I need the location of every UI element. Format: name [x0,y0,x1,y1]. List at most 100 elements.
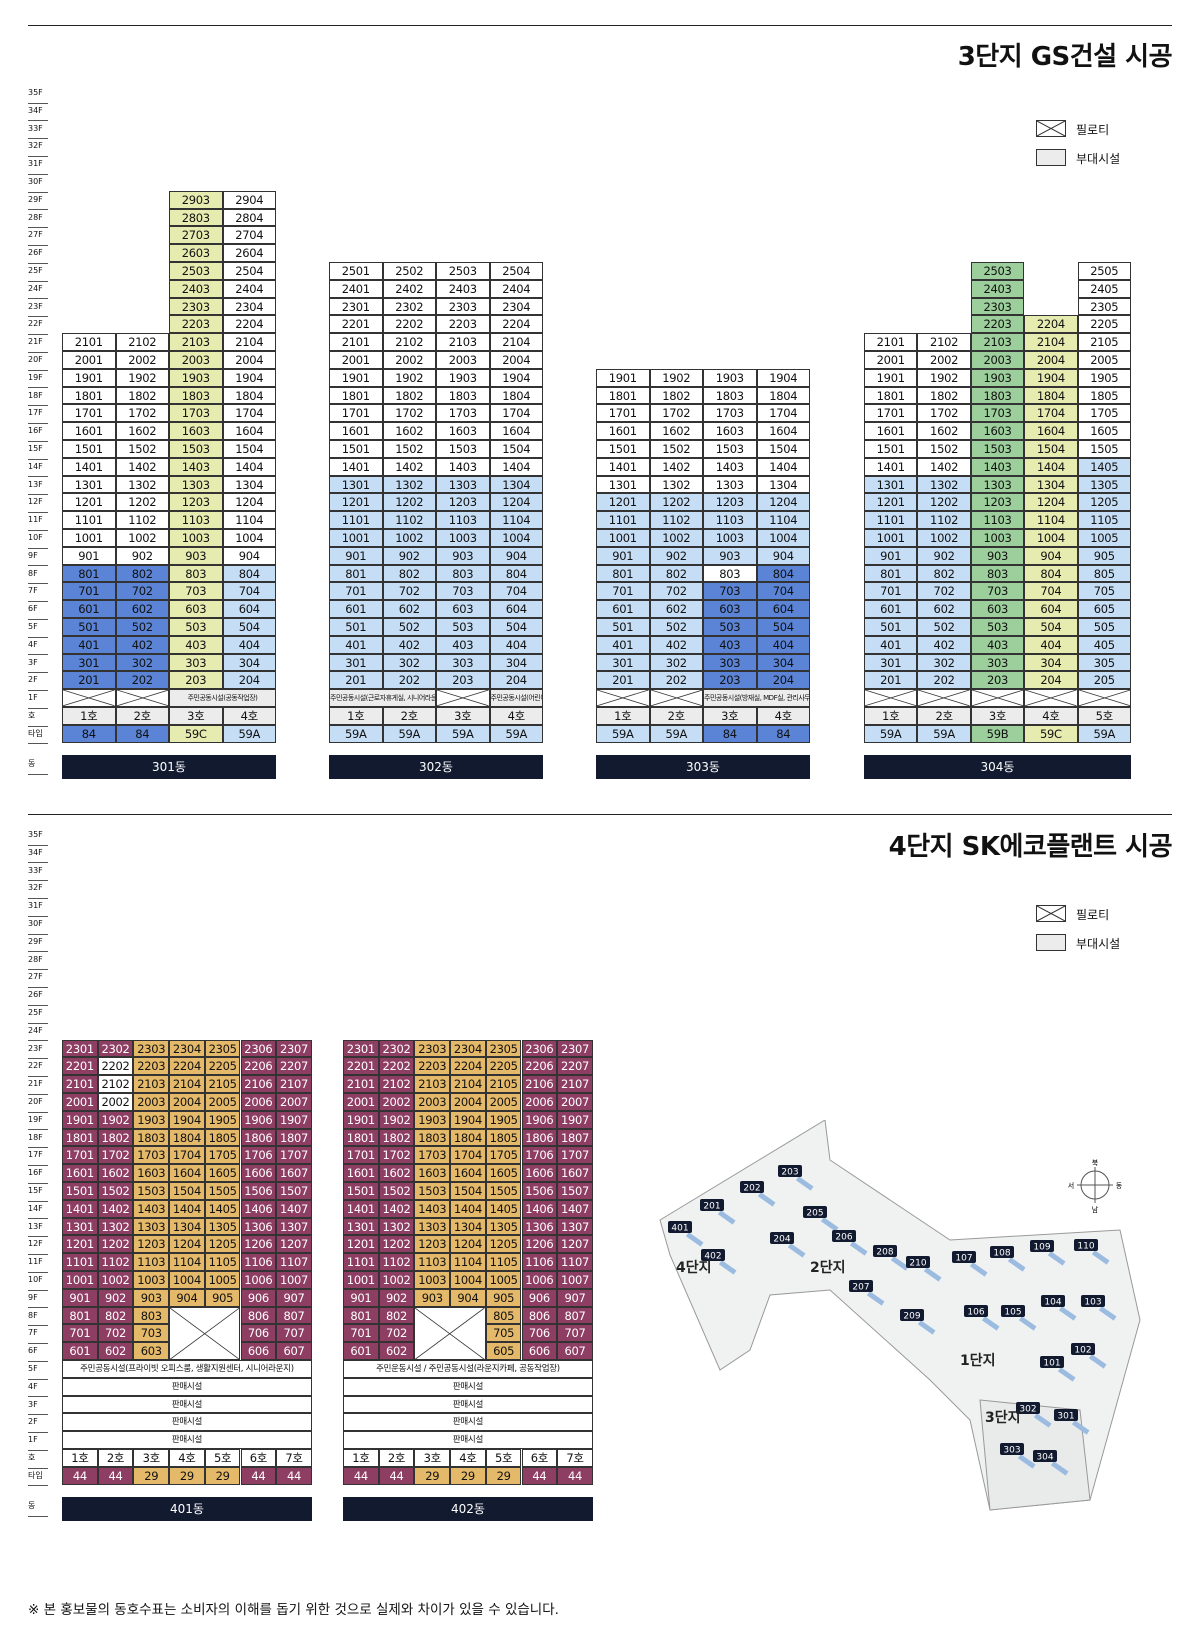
unit-cell[interactable]: 2102 [97,1075,134,1093]
unit-cell[interactable]: 1502 [382,440,436,458]
unit-cell[interactable]: 1106 [521,1253,558,1271]
unit-cell[interactable]: 203 [703,671,757,690]
unit-cell[interactable]: 1502 [97,1182,134,1200]
unit-cell[interactable]: 2101 [329,333,383,351]
unit-cell[interactable]: 1806 [521,1128,558,1147]
unit-cell[interactable]: 1504 [489,440,543,458]
unit-cell[interactable]: 1702 [917,404,971,423]
unit-cell[interactable]: 1002 [378,1271,415,1289]
unit-cell[interactable]: 2101 [864,333,918,351]
unit-cell[interactable]: 2101 [343,1075,379,1093]
unit-cell[interactable]: 1705 [1077,404,1131,423]
unit-cell[interactable]: 1103 [133,1253,170,1271]
unit-cell[interactable]: 1002 [649,529,703,547]
unit-cell[interactable]: 1906 [521,1110,558,1129]
unit-cell[interactable]: 203 [970,671,1025,690]
unit-cell[interactable]: 1504 [169,1182,205,1200]
unit-cell[interactable]: 1703 [414,1146,451,1165]
unit-cell[interactable]: 403 [970,635,1025,654]
unit-cell[interactable]: 303 [703,653,757,672]
unit-cell[interactable]: 1801 [62,386,116,405]
unit-cell[interactable]: 2201 [343,1057,379,1076]
unit-cell[interactable]: 1003 [133,1271,170,1289]
unit-cell[interactable]: 907 [276,1288,312,1307]
unit-cell[interactable]: 1601 [329,422,383,440]
unit-cell[interactable]: 601 [62,600,116,618]
unit-cell[interactable]: 1201 [62,493,116,512]
unit-cell[interactable]: 1203 [169,493,223,512]
unit-cell[interactable]: 2203 [436,315,490,334]
unit-cell[interactable]: 1403 [703,457,757,476]
unit-cell[interactable]: 2305 [1077,297,1131,316]
unit-cell[interactable]: 1204 [489,493,543,512]
unit-cell[interactable]: 1605 [485,1164,522,1182]
unit-cell[interactable]: 1004 [450,1271,486,1289]
unit-cell[interactable]: 2004 [169,1093,205,1111]
unit-cell[interactable]: 1001 [329,529,383,547]
unit-cell[interactable]: 601 [864,600,918,618]
unit-cell[interactable]: 1207 [276,1235,312,1254]
unit-cell[interactable]: 703 [970,582,1025,601]
unit-cell[interactable]: 704 [222,582,276,601]
unit-cell[interactable]: 607 [276,1342,312,1360]
unit-cell[interactable]: 1204 [169,1235,205,1254]
unit-cell[interactable]: 1601 [864,422,918,440]
unit-cell[interactable]: 1303 [414,1217,451,1236]
unit-cell[interactable]: 807 [276,1306,312,1325]
unit-cell[interactable]: 2004 [1024,351,1078,369]
unit-cell[interactable]: 1106 [240,1253,277,1271]
unit-cell[interactable]: 2004 [489,351,543,369]
unit-cell[interactable]: 401 [62,635,116,654]
unit-cell[interactable]: 1505 [204,1182,241,1200]
unit-cell[interactable]: 1802 [115,386,169,405]
unit-cell[interactable]: 1104 [450,1253,486,1271]
unit-cell[interactable]: 403 [703,635,757,654]
unit-cell[interactable]: 2703 [169,226,223,245]
unit-cell[interactable]: 203 [436,671,490,690]
unit-cell[interactable]: 802 [97,1306,134,1325]
unit-cell[interactable]: 1304 [450,1217,486,1236]
unit-cell[interactable]: 502 [649,618,703,636]
unit-cell[interactable]: 1201 [343,1235,379,1254]
unit-cell[interactable]: 1205 [204,1235,241,1254]
unit-cell[interactable]: 1702 [115,404,169,423]
unit-cell[interactable]: 2005 [204,1093,241,1111]
unit-cell[interactable]: 2003 [169,351,223,369]
unit-cell[interactable]: 1203 [970,493,1025,512]
unit-cell[interactable]: 1903 [436,368,490,387]
unit-cell[interactable]: 604 [1024,600,1078,618]
unit-cell[interactable]: 1703 [436,404,490,423]
unit-cell[interactable]: 2105 [1077,333,1131,351]
unit-cell[interactable]: 1903 [703,368,757,387]
unit-cell[interactable]: 901 [62,1288,98,1307]
unit-cell[interactable]: 302 [382,653,436,672]
unit-cell[interactable]: 202 [649,671,703,690]
unit-cell[interactable]: 1102 [378,1253,415,1271]
unit-cell[interactable]: 2301 [62,1039,98,1058]
unit-cell[interactable]: 902 [97,1288,134,1307]
unit-cell[interactable]: 1004 [1024,529,1078,547]
unit-cell[interactable]: 2005 [485,1093,522,1111]
unit-cell[interactable]: 1401 [343,1199,379,1218]
unit-cell[interactable]: 602 [917,600,971,618]
unit-cell[interactable]: 604 [756,600,810,618]
unit-cell[interactable]: 1107 [276,1253,312,1271]
unit-cell[interactable]: 604 [489,600,543,618]
unit-cell[interactable]: 1503 [414,1182,451,1200]
unit-cell[interactable]: 1804 [489,386,543,405]
unit-cell[interactable]: 1806 [240,1128,277,1147]
unit-cell[interactable]: 1101 [329,511,383,529]
unit-cell[interactable]: 2304 [169,1039,205,1058]
unit-cell[interactable]: 1704 [756,404,810,423]
unit-cell[interactable]: 1402 [917,457,971,476]
unit-cell[interactable]: 1503 [436,440,490,458]
unit-cell[interactable]: 2102 [382,333,436,351]
unit-cell[interactable]: 404 [1024,635,1078,654]
unit-cell[interactable]: 706 [521,1324,558,1343]
unit-cell[interactable]: 1907 [276,1110,312,1129]
unit-cell[interactable]: 903 [436,546,490,565]
unit-cell[interactable]: 1502 [917,440,971,458]
unit-cell[interactable]: 702 [382,582,436,601]
unit-cell[interactable]: 2003 [133,1093,170,1111]
unit-cell[interactable]: 2403 [169,279,223,298]
